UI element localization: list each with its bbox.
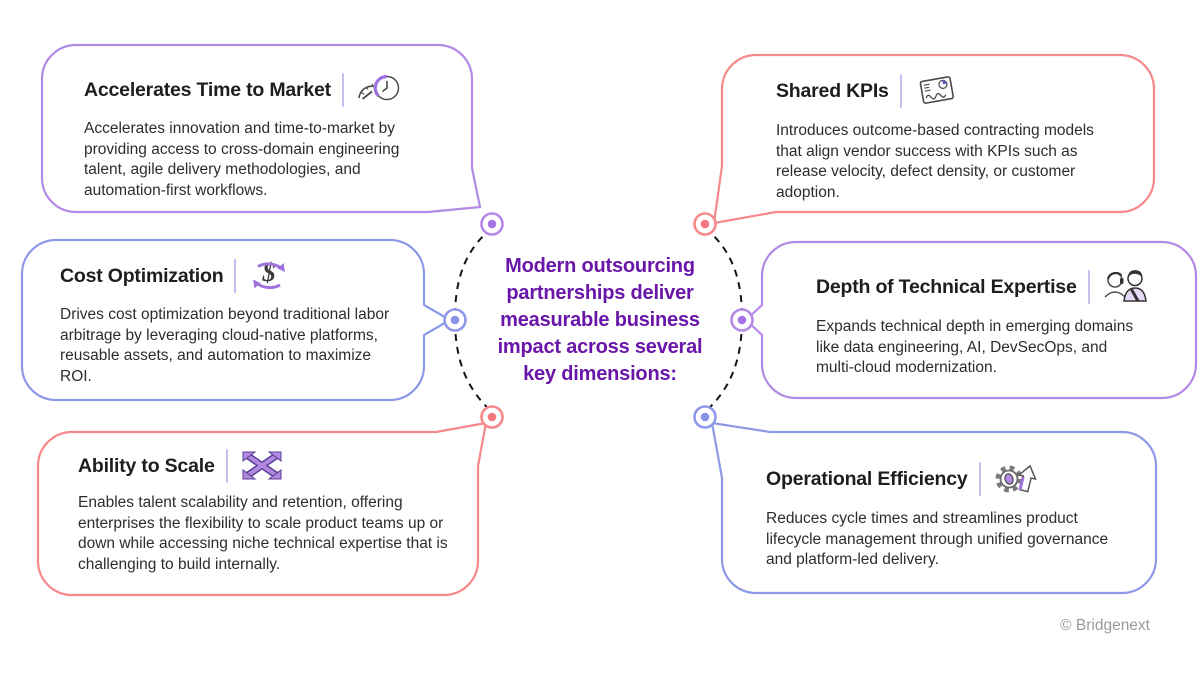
center-statement-line: measurable business (500, 309, 700, 331)
copyright-text: © Bridgenext (1060, 617, 1150, 634)
header-divider (1087, 270, 1090, 304)
card-title: Depth of Technical Expertise (816, 275, 1077, 298)
speedometer-clock-icon (358, 74, 400, 101)
card-title: Shared KPIs (776, 79, 889, 102)
people-expertise-icon (1104, 270, 1147, 302)
node-dot (487, 412, 497, 422)
card-body: Drives cost optimization beyond traditio… (60, 306, 390, 385)
bubble-operational-efficiency (710, 421, 1158, 595)
connector-node-bottom-right (693, 405, 717, 429)
header-divider (234, 259, 237, 293)
dollar-cycle-icon: $ (253, 258, 286, 290)
center-statement-line: impact across several (497, 336, 703, 358)
card-body: Introduces outcome-based contracting mod… (776, 122, 1094, 201)
card-body: Enables talent scalability and retention… (78, 494, 448, 573)
svg-text:$: $ (262, 258, 276, 287)
card-depth-of-technical-expertise: Depth of Technical Expertise Expands tec… (816, 266, 1181, 379)
node-dot (450, 315, 460, 325)
connector-node-mid-left (443, 308, 467, 332)
gear-arrow-icon (995, 464, 1037, 493)
kpi-dashboard-icon (919, 76, 954, 104)
card-header: Depth of Technical Expertise (816, 266, 1181, 308)
header-divider (225, 449, 228, 483)
connector-node-bottom-left (480, 405, 504, 429)
center-statement: Modern outsourcing partnerships deliver … (455, 253, 745, 388)
node-dot (487, 219, 497, 229)
card-title: Ability to Scale (78, 454, 215, 477)
bubble-cost-optimization (20, 238, 452, 402)
card-header: Accelerates Time to Market (84, 70, 446, 110)
node-dot (700, 219, 710, 229)
scale-arrows-icon (242, 451, 282, 480)
card-body: Reduces cycle times and streamlines prod… (766, 510, 1109, 568)
header-divider (899, 74, 902, 108)
dashed-arc-right (704, 227, 744, 413)
connector-node-top-right (693, 212, 717, 236)
header-divider (978, 462, 981, 496)
card-body: Expands technical depth in emerging doma… (816, 318, 1134, 376)
bubble-depth-of-technical-expertise (744, 240, 1198, 400)
card-header: Cost Optimization $ (60, 256, 405, 296)
card-header: Operational Efficiency (766, 458, 1131, 500)
node-dot (737, 315, 747, 325)
card-title: Operational Efficiency (766, 467, 968, 490)
node-dot (700, 412, 710, 422)
card-title: Accelerates Time to Market (84, 78, 331, 101)
card-header: Shared KPIs (776, 70, 1136, 112)
connector-node-top-left (480, 212, 504, 236)
dashed-arc-left (453, 227, 493, 413)
connector-node-mid-right (730, 308, 754, 332)
center-statement-line: Modern outsourcing (505, 255, 695, 277)
card-header: Ability to Scale (78, 448, 468, 484)
card-body: Accelerates innovation and time-to-marke… (84, 120, 400, 199)
bubble-shared-kpis (712, 53, 1156, 225)
card-cost-optimization: Cost Optimization $ Drives cost optimiza… (60, 256, 405, 387)
card-accelerates-time-to-market: Accelerates Time to Market Accelerates i… (84, 70, 446, 201)
card-shared-kpis: Shared KPIs Introduces outcome-based con… (776, 70, 1136, 203)
card-operational-efficiency: Operational Efficiency Reduces cycle tim… (766, 458, 1131, 571)
center-statement-line: key dimensions: (523, 363, 677, 385)
bubble-ability-to-scale (36, 421, 488, 597)
center-statement-line: partnerships deliver (506, 282, 694, 304)
header-divider (341, 73, 344, 107)
card-title: Cost Optimization (60, 264, 224, 287)
card-ability-to-scale: Ability to Scale Enables talent scalabil… (78, 448, 468, 575)
